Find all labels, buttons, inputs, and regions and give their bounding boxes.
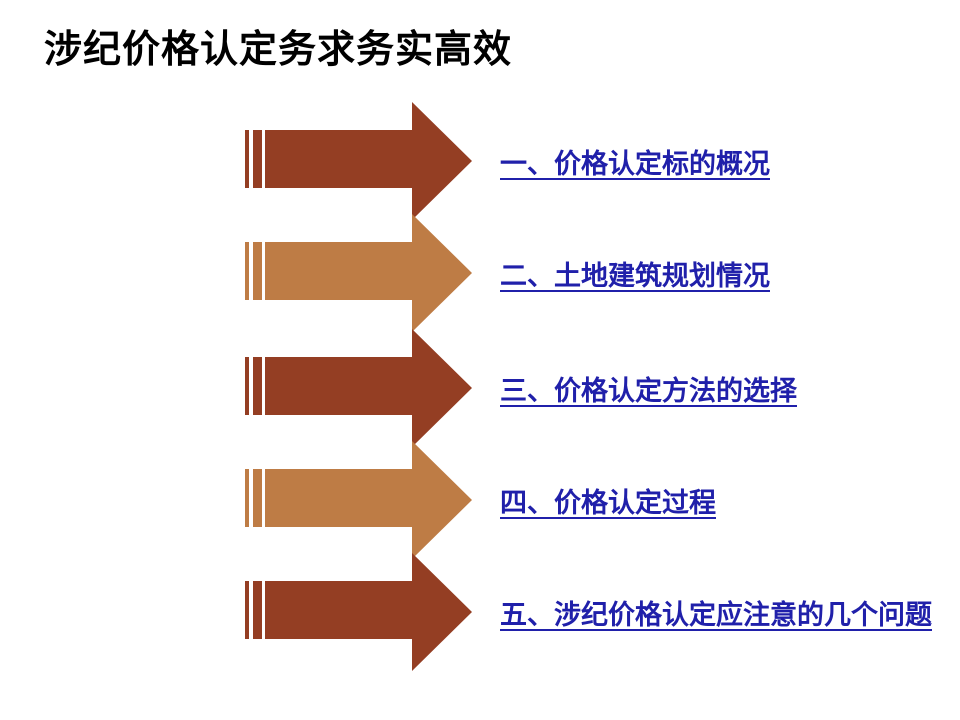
striped-right-arrow-icon — [245, 441, 472, 559]
striped-right-arrow-icon — [245, 329, 472, 447]
topic-row-4: 四、价格认定过程 — [245, 440, 955, 560]
topic-link-3[interactable]: 三、价格认定方法的选择 — [500, 375, 797, 406]
topic-link-2[interactable]: 二、土地建筑规划情况 — [500, 260, 770, 291]
topic-row-2: 二、土地建筑规划情况 — [245, 213, 955, 333]
topic-link-4[interactable]: 四、价格认定过程 — [500, 487, 716, 518]
topic-row-5: 五、涉纪价格认定应注意的几个问题 — [245, 552, 955, 672]
topic-row-3: 三、价格认定方法的选择 — [245, 328, 955, 448]
topic-row-1: 一、价格认定标的概况 — [245, 101, 955, 221]
striped-right-arrow-icon — [245, 553, 472, 671]
topic-link-5[interactable]: 五、涉纪价格认定应注意的几个问题 — [500, 599, 932, 630]
topic-link-1[interactable]: 一、价格认定标的概况 — [500, 148, 770, 179]
striped-right-arrow-icon — [245, 214, 472, 332]
slide-title: 涉纪价格认定务求务实高效 — [44, 29, 513, 71]
striped-right-arrow-icon — [245, 102, 472, 220]
